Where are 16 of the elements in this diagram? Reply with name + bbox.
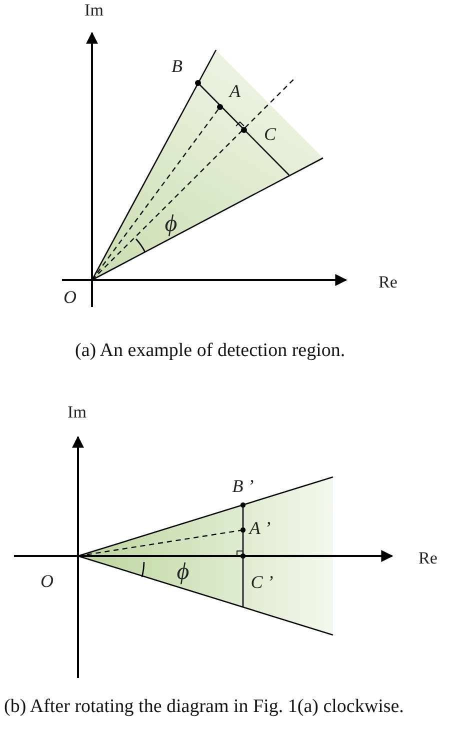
point-label: A ’: [249, 519, 271, 537]
axis-label: Re: [378, 274, 398, 290]
figure-caption: (b) After rotating the diagram in Fig. 1(a) clockwise.: [4, 696, 405, 718]
axis-label: Im: [68, 404, 86, 420]
point-label: C: [264, 125, 276, 143]
point-label: B ’: [232, 477, 254, 495]
axis-label: Im: [84, 2, 104, 18]
point-label: C ’: [250, 573, 274, 591]
figure-caption: (a) An example of detection region.: [75, 340, 346, 362]
axis-label: Re: [418, 550, 438, 566]
point-label: B: [172, 57, 182, 75]
point-label: A: [230, 82, 240, 100]
origin-label: O: [40, 572, 54, 590]
angle-label: ϕ: [164, 212, 178, 236]
origin-label: O: [64, 288, 76, 306]
angle-label: ϕ: [176, 560, 190, 584]
